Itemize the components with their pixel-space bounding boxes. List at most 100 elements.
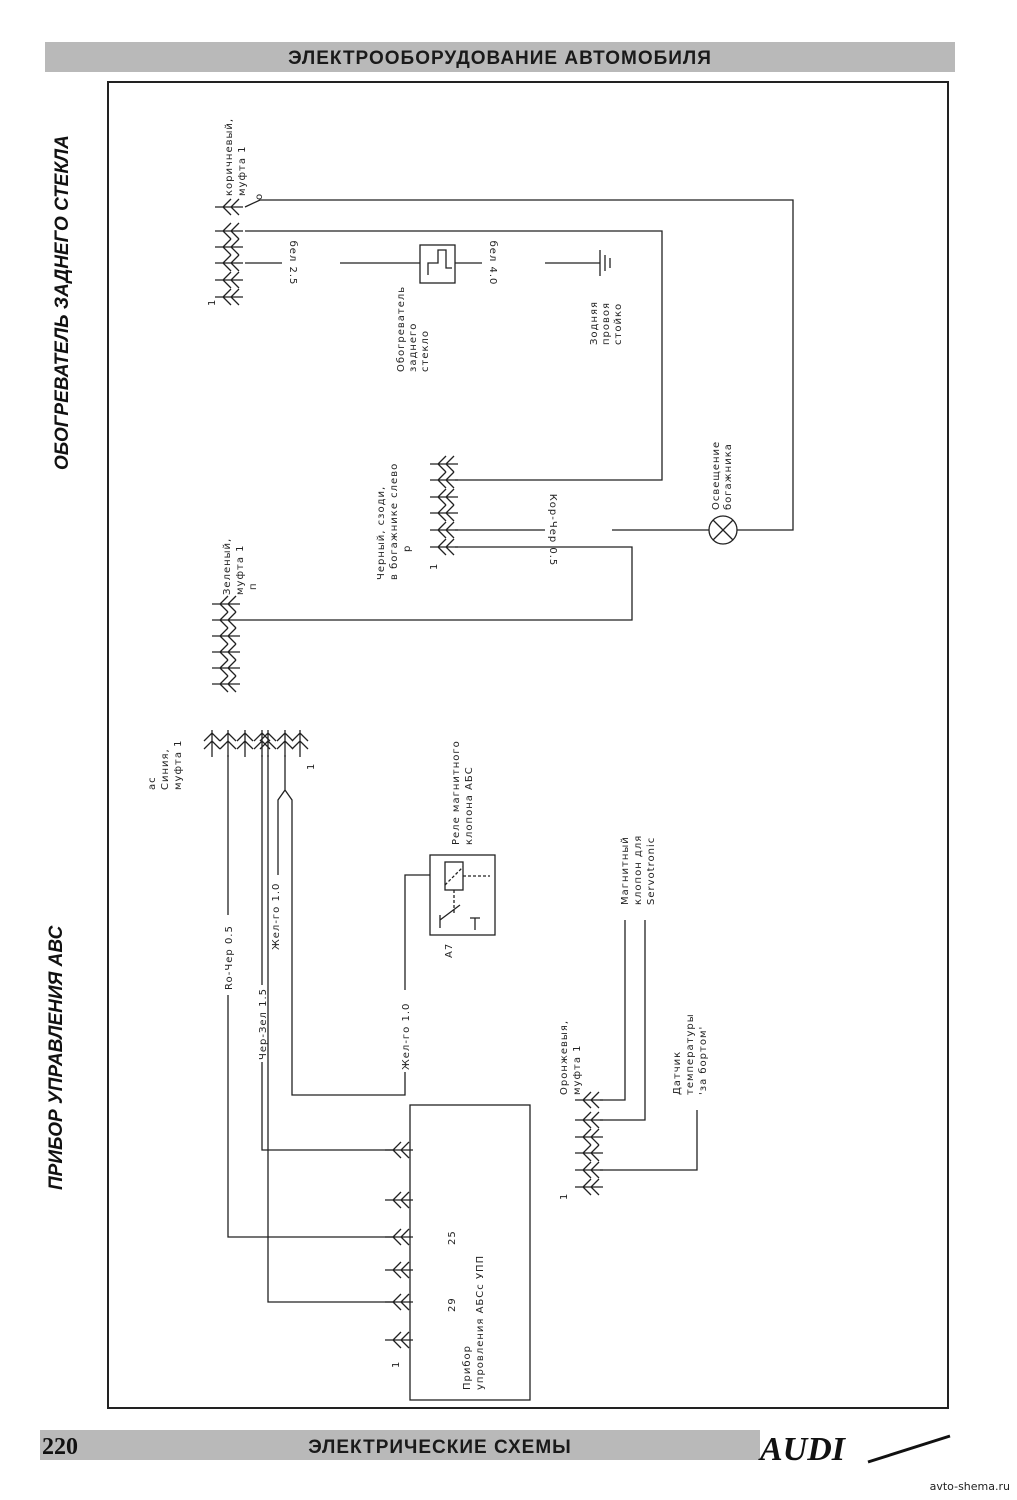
wire-label-yel-b: Жел-го 1.0 [401,1003,412,1070]
connector-blue-pin [253,730,271,757]
orange-label-2: муфта 1 [572,1044,583,1095]
connector-black-pin [430,504,458,522]
ecu-label-2: упровления АБСс УПП [475,1255,486,1390]
servo-label-2: клопон для [633,835,644,905]
ecu-pin-25: 25 [447,1230,458,1245]
page-number: 220 [42,1434,78,1460]
wire-ground-link [245,230,663,481]
orange-pin1: 1 [559,1193,570,1200]
brown-label-1: коричневый, [224,118,235,196]
servo-label-1: Магнитный [620,836,631,905]
wire-label-wht25: бел 2.5 [287,241,298,286]
wire-label-wht40: бел 4.0 [487,241,498,286]
heater-element-icon [427,249,452,275]
ecu-pin [385,1293,413,1311]
footer-band [40,1430,760,1460]
connector-green-pin [212,611,240,629]
servo-label-3: Servotronic [646,837,657,905]
ground-label-2: провоя [601,302,612,345]
connector-black-pin [430,488,458,506]
title-heater: ОБОГРЕВАТЕЛЬ ЗАДНЕГО СТЕКЛА [52,135,73,470]
connector-orange-pin [575,1161,603,1179]
footer-section: ЭЛЕКТРИЧЕСКИЕ СХЕМЫ [308,1437,572,1458]
connector-brown-pin [215,288,243,306]
brown-tag: о [254,193,265,200]
wire-label-yel-a: Жел-го 1.0 [271,883,282,950]
connector-brown-pin [215,222,243,240]
blue-label-3: муфта 1 [173,739,184,790]
connector-brown-pin [215,271,243,289]
connector-green-pin [212,595,240,613]
wire-blkgrn [261,755,395,1151]
lamp-label-2: богажника [723,443,734,510]
connector-orange-pin [575,1144,603,1162]
brown-pin1: 1 [207,299,218,306]
heater-label-2: заднего [408,323,419,372]
connector-green-pin [212,627,240,645]
connector-blue-pin [276,730,294,757]
relay-label-1: Реле магнитного [451,740,462,845]
connector-orange-pin [575,1178,603,1196]
wire-temp [600,1110,698,1171]
header-title: ЭЛЕКТРООБОРУДОВАНИЕ АВТОМОБИЛЯ [288,48,712,69]
connector-orange-pin [575,1091,603,1109]
connector-orange-pin [575,1111,603,1129]
wire-label-blkgrn: Чер-Зел 1.5 [258,988,269,1060]
temp-label-2: температуры [685,1013,696,1095]
connector-brown-pin [215,254,243,272]
wires [227,199,794,1401]
header-band [45,42,955,72]
orange-label-1: Оронжевыя, [559,1020,570,1095]
wire-servo-2 [600,920,646,1121]
connector-black-pin [430,521,458,539]
heater-symbol [419,244,456,284]
relay-id: A7 [444,943,455,958]
title-abs: ПРИБОР УПРАВЛЕНИЯ АВС [46,925,67,1190]
audi-logo: AUDI [758,1431,847,1468]
logo-swoosh [867,1434,951,1464]
connector-orange-pin [575,1128,603,1146]
black-label-2: в богажнике слево [389,463,400,580]
temp-label-3: 'за бортом' [698,1026,709,1095]
wire-label-redblk: Ro-Чер 0.5 [224,925,235,990]
wire-servo-1 [600,920,626,1101]
diagram-frame [107,81,949,1409]
wire-redblk [227,755,395,1238]
ground-label-3: стойко [613,303,624,345]
blue-label-2: Синия, [160,748,171,790]
ecu-label-1: Прибор [462,1345,473,1390]
wire-black-green [240,546,633,621]
ecu-pin [385,1331,413,1349]
source-url: avto-shema.ru [930,1480,1010,1493]
connector-black-pin [430,455,458,473]
heater-label-3: стекло [420,330,431,372]
green-label-2: муфта 1 [235,544,246,595]
ecu-pin-29: 29 [447,1297,458,1312]
brown-label-2: муфта 1 [237,145,248,196]
connector-blue-pin [203,730,221,757]
green-label-1: Зеленый, [222,538,233,595]
blue-label-1: ас [147,776,158,790]
connector-black-pin [430,471,458,489]
connectors [203,198,603,1349]
lamp-label-1: Освещение [711,441,722,510]
ecu-pin [385,1228,413,1246]
wire-yel [277,755,430,1096]
connector-brown-pin [215,238,243,256]
connector-brown-pin [215,198,243,216]
connector-green-pin [212,659,240,677]
heater-label-1: Обогреватель [396,286,407,372]
connector-blue-pin [236,730,254,757]
ecu-pin [385,1141,413,1159]
ground-label-1: Зодняя [589,301,600,345]
ecu-pin [385,1191,413,1209]
relay-label-2: клопона АБС [464,766,475,845]
wire-lamp-feed [244,199,794,531]
black-label-1: Черный, сзоди, [376,486,387,580]
relay-box [429,854,496,936]
wire-label-brnblk: Кор-Чер 0.5 [547,494,558,567]
black-pin1: 1 [429,563,440,570]
connector-blue-pin [259,730,277,757]
black-tag: р [402,545,413,552]
